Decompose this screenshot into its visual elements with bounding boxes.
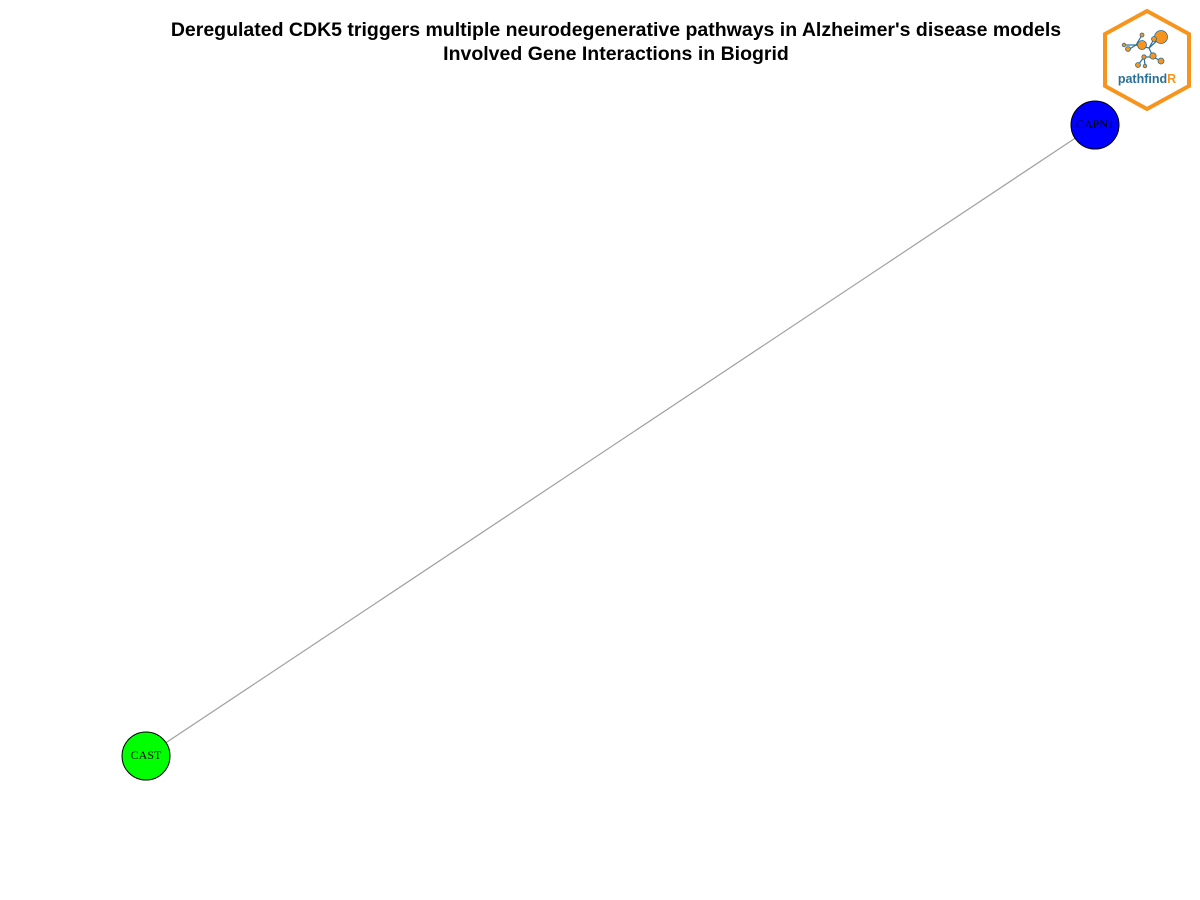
- edges-layer: [145, 124, 1096, 757]
- logo-text: pathfindR: [1118, 72, 1176, 86]
- title-line-2: Involved Gene Interactions in Biogrid: [443, 43, 789, 65]
- pathfindr-logo: pathfindR: [1103, 8, 1191, 112]
- logo-hexagon: [1103, 8, 1191, 112]
- node-label-cast: CAST: [131, 748, 162, 762]
- title-line-1: Deregulated CDK5 triggers multiple neuro…: [170, 19, 1062, 41]
- node-circle-capn1: [1070, 100, 1120, 150]
- logo-text-main: pathfind: [1118, 72, 1167, 86]
- plot-title: Deregulated CDK5 triggers multiple neuro…: [0, 18, 1200, 66]
- node-cast: CAST: [121, 731, 171, 781]
- node-capn1: CAPN1: [1070, 100, 1120, 150]
- logo-text-accent: R: [1167, 72, 1176, 86]
- node-circle-cast: [121, 731, 171, 781]
- node-label-capn1: CAPN1: [1076, 117, 1114, 131]
- edge-capn1-cast: [145, 124, 1096, 757]
- logo-nodes: [1121, 30, 1168, 69]
